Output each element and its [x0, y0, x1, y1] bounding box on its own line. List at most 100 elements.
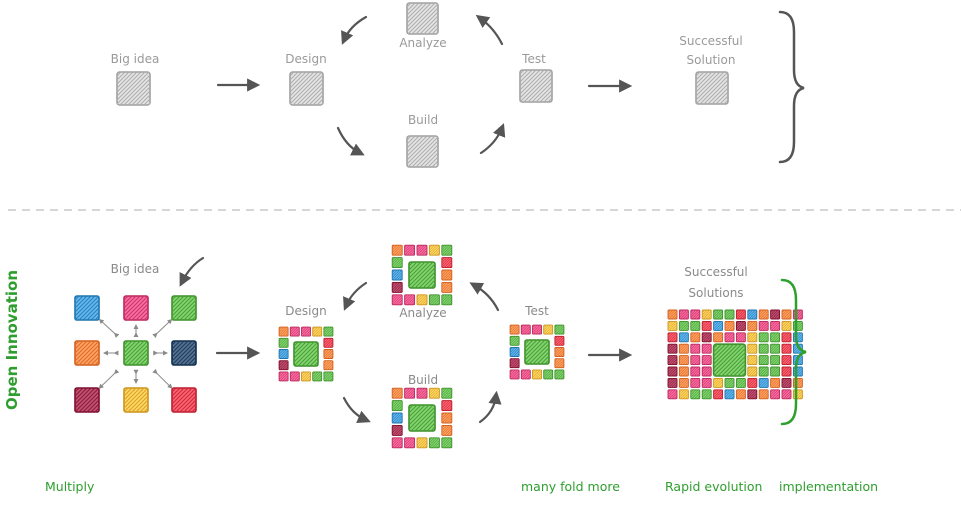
- top-solution-label-line1: Successful: [679, 34, 742, 48]
- mini-square: [701, 355, 712, 366]
- top-big-idea-label: Big idea: [111, 52, 160, 66]
- mini-square: [554, 335, 565, 346]
- bottom-solutions-label-line2: Solutions: [688, 286, 743, 300]
- gray-square: [695, 71, 729, 105]
- mini-square: [520, 369, 531, 380]
- mini-square: [735, 389, 746, 400]
- center-green-square: [408, 404, 436, 432]
- bottom-big-idea-label: Big idea: [111, 262, 160, 276]
- bottom-analyze-box: [391, 244, 453, 306]
- mini-square: [509, 369, 520, 380]
- mini-square: [713, 332, 724, 343]
- colored-square: [123, 295, 149, 321]
- colored-square: [171, 387, 197, 413]
- gray-square: [116, 71, 151, 106]
- mini-square: [532, 369, 542, 380]
- mini-square: [667, 343, 678, 354]
- mini-square: [713, 309, 724, 320]
- top-analyze-label: Analyze: [399, 36, 446, 50]
- mini-square: [441, 412, 453, 424]
- bottom-arrow-design-build: [342, 396, 371, 423]
- mini-square: [441, 257, 453, 269]
- mini-square: [441, 269, 453, 281]
- bottom-arrow-into-idea: [179, 256, 205, 287]
- bottom-brace: [780, 278, 807, 426]
- bottom-process: Open Innovation Big idea Design Analyze …: [3, 244, 807, 449]
- bottom-build-box: [391, 387, 453, 449]
- mini-square: [278, 371, 289, 382]
- mini-square: [701, 366, 712, 377]
- mini-square: [323, 349, 334, 359]
- mini-square: [532, 324, 542, 335]
- mini-square: [747, 377, 758, 388]
- mini-square: [678, 309, 689, 320]
- mini-square: [278, 360, 289, 371]
- mini-square: [678, 355, 689, 366]
- top-test-box: [519, 69, 553, 103]
- mini-square: [724, 320, 735, 331]
- mini-square: [770, 389, 781, 400]
- mini-square: [781, 309, 792, 320]
- mini-square: [701, 309, 712, 320]
- colored-square: [123, 387, 149, 413]
- mini-square: [391, 281, 403, 293]
- mini-square: [690, 309, 701, 320]
- mini-square: [416, 244, 428, 256]
- mini-square: [441, 424, 453, 436]
- top-design-box: [289, 71, 324, 106]
- mini-square: [690, 377, 701, 388]
- mini-square: [724, 332, 735, 343]
- mini-square: [678, 332, 689, 343]
- center-green-square: [712, 343, 747, 377]
- mini-square: [667, 366, 678, 377]
- bottom-design-label: Design: [285, 304, 326, 318]
- mini-square: [391, 294, 403, 306]
- mini-square: [770, 309, 781, 320]
- mini-square: [441, 387, 453, 399]
- top-arrow-test-analyze: [475, 14, 504, 46]
- mini-square: [404, 294, 416, 306]
- bottom-arrow-build-test: [478, 390, 502, 424]
- mini-square: [758, 332, 769, 343]
- caption-rapid-evolution: Rapid evolution: [665, 479, 762, 494]
- mini-square: [301, 326, 311, 337]
- mini-square: [713, 320, 724, 331]
- mini-square: [391, 437, 403, 449]
- mini-square: [391, 424, 403, 436]
- multiply-arrow: [98, 318, 120, 338]
- mini-square: [701, 377, 712, 388]
- mini-square: [713, 389, 724, 400]
- mini-square: [667, 309, 678, 320]
- mini-square: [554, 324, 565, 335]
- mini-square: [701, 389, 712, 400]
- mini-square: [758, 320, 769, 331]
- gray-square: [289, 71, 324, 106]
- mini-square: [781, 366, 792, 377]
- mini-square: [713, 377, 724, 388]
- mini-square: [770, 332, 781, 343]
- mini-square: [323, 360, 334, 371]
- mini-square: [416, 294, 428, 306]
- mini-square: [289, 371, 300, 382]
- multiply-arrow: [152, 368, 173, 389]
- colored-square: [74, 387, 100, 413]
- center-green-square: [293, 341, 319, 367]
- mini-square: [781, 355, 792, 366]
- mini-square: [678, 389, 689, 400]
- mini-square: [758, 343, 769, 354]
- mini-square: [758, 309, 769, 320]
- mini-square: [441, 400, 453, 412]
- mini-square: [667, 332, 678, 343]
- mini-square: [312, 326, 323, 337]
- center-green-square: [123, 340, 149, 366]
- mini-square: [543, 369, 554, 380]
- bottom-solutions-grid: [667, 309, 803, 400]
- mini-square: [543, 324, 554, 335]
- top-test-label: Test: [521, 52, 546, 66]
- colored-square: [171, 295, 197, 321]
- mini-square: [747, 343, 758, 354]
- caption-multiply: Multiply: [45, 479, 95, 494]
- mini-square: [404, 387, 416, 399]
- mini-square: [554, 369, 565, 380]
- mini-square: [441, 281, 453, 293]
